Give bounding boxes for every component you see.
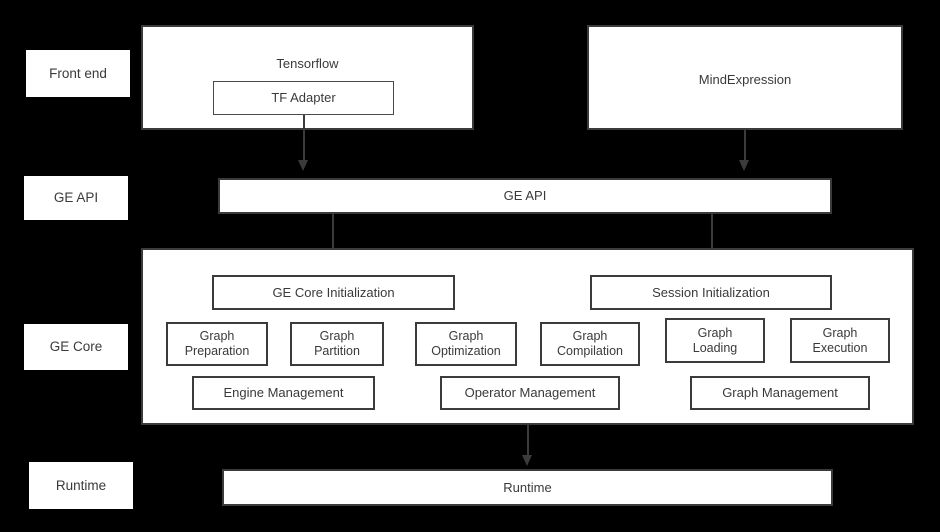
lane-label-ge-core: GE Core	[24, 324, 128, 370]
module-graph-compilation-label: Graph Compilation	[556, 329, 623, 358]
ge-api-box[interactable]: GE API	[218, 178, 832, 214]
lane-label-ge-core-text: GE Core	[49, 339, 103, 355]
arrow-tf-adapter-to-ge-api-icon	[298, 160, 308, 171]
arrow-mindexpression-to-ge-api-icon	[739, 160, 749, 171]
ge-core-initialization-label: GE Core Initialization	[272, 284, 395, 300]
lane-label-runtime-text: Runtime	[55, 477, 107, 493]
arrow-ge-core-to-runtime-icon	[522, 455, 532, 466]
module-graph-compilation[interactable]: Graph Compilation	[540, 322, 640, 366]
management-engine-label: Engine Management	[223, 385, 344, 401]
tensorflow-label: Tensorflow	[276, 56, 339, 71]
tf-adapter-box[interactable]: TF Adapter	[213, 81, 394, 115]
runtime-box[interactable]: Runtime	[222, 469, 833, 506]
management-operator[interactable]: Operator Management	[440, 376, 620, 410]
management-graph-label: Graph Management	[722, 385, 838, 401]
module-graph-preparation-label: Graph Preparation	[184, 329, 250, 358]
lane-label-ge-api: GE API	[24, 176, 128, 220]
module-graph-optimization[interactable]: Graph Optimization	[415, 322, 517, 366]
ge-core-initialization-box[interactable]: GE Core Initialization	[212, 275, 455, 310]
ge-api-label: GE API	[503, 188, 547, 204]
connector-ge-api-to-ge-core-init	[332, 213, 334, 263]
management-graph[interactable]: Graph Management	[690, 376, 870, 410]
module-graph-loading[interactable]: Graph Loading	[665, 318, 765, 363]
lane-label-runtime: Runtime	[29, 462, 133, 509]
session-initialization-box[interactable]: Session Initialization	[590, 275, 832, 310]
management-operator-label: Operator Management	[464, 385, 596, 401]
session-initialization-label: Session Initialization	[652, 284, 770, 300]
connector-ge-api-to-session-init	[711, 213, 713, 263]
connector-mindexpression-to-ge-api	[744, 130, 746, 163]
lane-label-ge-api-text: GE API	[53, 190, 99, 206]
module-graph-execution-label: Graph Execution	[812, 325, 868, 355]
runtime-label: Runtime	[503, 479, 552, 495]
mindexpression-label: MindExpression	[698, 72, 792, 87]
module-graph-partition-label: Graph Partition	[314, 329, 360, 358]
lane-label-front-end-text: Front end	[49, 65, 107, 81]
connector-tf-adapter-to-ge-api	[303, 115, 305, 163]
module-graph-execution[interactable]: Graph Execution	[790, 318, 890, 363]
management-engine[interactable]: Engine Management	[192, 376, 375, 410]
module-graph-partition[interactable]: Graph Partition	[290, 322, 384, 366]
tf-adapter-label: TF Adapter	[271, 90, 336, 106]
module-graph-preparation[interactable]: Graph Preparation	[166, 322, 268, 366]
connector-ge-core-to-runtime	[527, 425, 529, 458]
mindexpression-box[interactable]: MindExpression	[587, 25, 903, 130]
module-graph-optimization-label: Graph Optimization	[431, 329, 501, 358]
module-graph-loading-label: Graph Loading	[692, 325, 738, 355]
lane-label-front-end: Front end	[26, 50, 130, 97]
